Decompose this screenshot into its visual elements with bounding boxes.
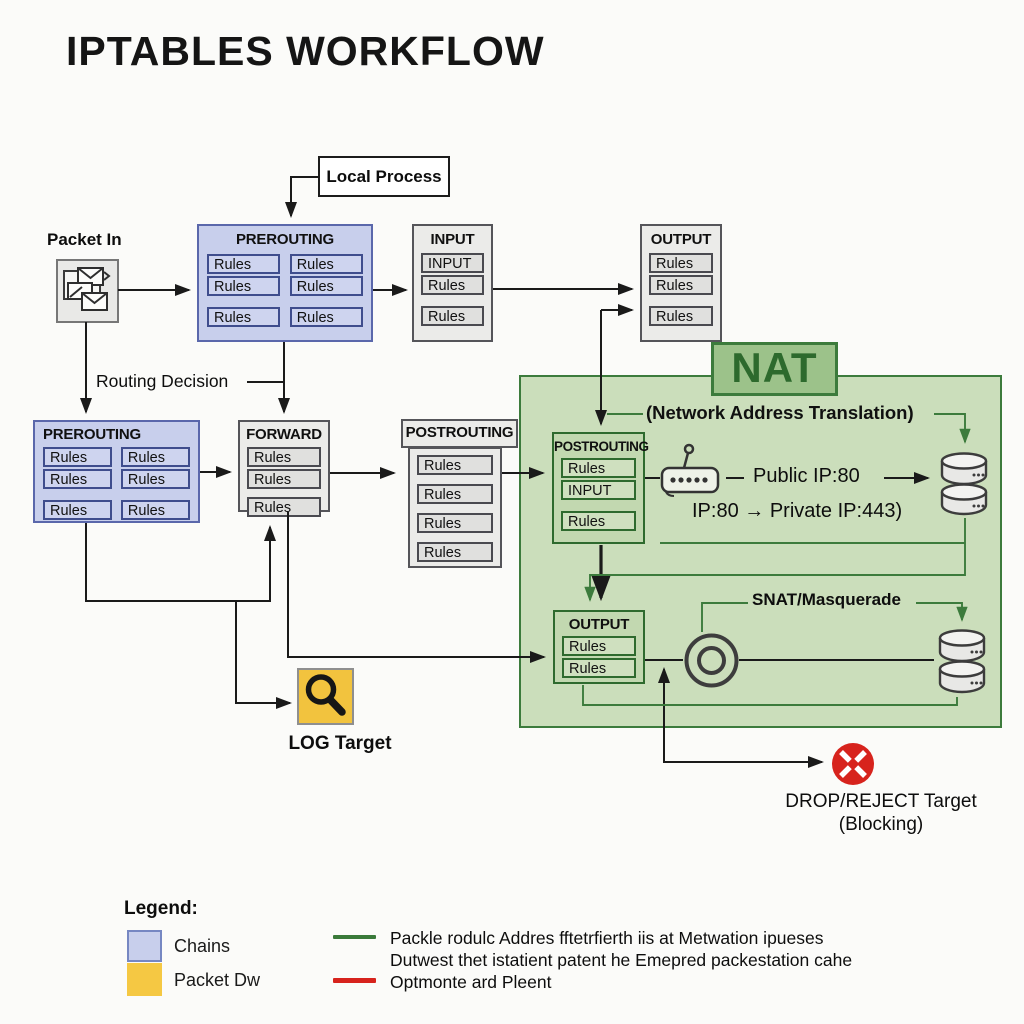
rule-chip: Rules bbox=[561, 458, 636, 478]
chain-title: INPUT bbox=[430, 231, 475, 248]
packet-in-label: Packet In bbox=[47, 230, 122, 249]
chain-title: PREROUTING bbox=[43, 426, 142, 443]
rule-chip: Rules bbox=[289, 254, 363, 274]
chain-output-top: OUTPUT Rules Rules Rules bbox=[640, 224, 722, 342]
chain-input: INPUT INPUT Rules Rules bbox=[412, 224, 493, 342]
legend-red-line bbox=[333, 978, 376, 983]
chain-prerouting-left: PREROUTING Rules Rules Rules Rules Rules… bbox=[33, 420, 200, 523]
routing-decision-label: Routing Decision bbox=[96, 371, 229, 391]
legend-swatch-packet bbox=[127, 963, 162, 996]
drop-target-sublabel: (Blocking) bbox=[838, 814, 924, 835]
snat-label: SNAT/Masquerade bbox=[752, 590, 901, 609]
rule-chip: Rules bbox=[289, 276, 363, 296]
chain-title: OUTPUT bbox=[650, 231, 712, 248]
rule-chip: Rules bbox=[289, 307, 363, 327]
local-process-box: Local Process bbox=[318, 156, 450, 197]
chain-title: OUTPUT bbox=[568, 616, 630, 633]
legend-packet-label: Packet Dw bbox=[174, 970, 261, 990]
ip-mapping-label: IP:80 → Private IP:443) bbox=[692, 500, 903, 522]
rule-chip: Rules bbox=[649, 253, 713, 273]
nat-badge: NAT bbox=[711, 342, 838, 396]
rule-chip: Rules bbox=[417, 455, 493, 475]
rule-chip: Rules bbox=[561, 511, 636, 531]
database-icon bbox=[940, 452, 988, 516]
rule-chip: Rules bbox=[649, 306, 713, 326]
rule-chip: Rules bbox=[417, 484, 493, 504]
chain-title: POSTROUTING bbox=[554, 439, 649, 454]
legend-swatch-chains bbox=[127, 930, 162, 962]
rule-chip: Rules bbox=[207, 276, 281, 296]
envelopes-icon bbox=[56, 259, 119, 323]
chain-postrouting-mid-label: POSTROUTING bbox=[401, 419, 518, 448]
chain-title: PREROUTING bbox=[235, 231, 334, 248]
database-icon bbox=[938, 629, 986, 694]
legend-green-line bbox=[333, 935, 376, 939]
chain-prerouting-top: PREROUTING Rules Rules Rules Rules Rules… bbox=[197, 224, 373, 342]
rule-chip: Rules bbox=[562, 636, 636, 656]
router-icon bbox=[660, 443, 720, 497]
drop-target-label: DROP/REJECT Target bbox=[785, 791, 977, 812]
rule-chip: Rules bbox=[43, 500, 113, 520]
rule-chip: Rules bbox=[120, 447, 190, 467]
rule-chip: Rules bbox=[417, 542, 493, 562]
rule-chip: INPUT bbox=[421, 253, 484, 273]
rule-chip: Rules bbox=[120, 500, 190, 520]
rule-chip: Rules bbox=[421, 306, 484, 326]
page-title: IPTABLES WORKFLOW bbox=[66, 28, 545, 74]
log-target-label: LOG Target bbox=[288, 733, 392, 754]
chain-title: FORWARD bbox=[246, 426, 322, 443]
legend-line1: Packle rodulc Addres fftetrfierth iis at… bbox=[390, 928, 824, 948]
local-process-label: Local Process bbox=[326, 166, 442, 186]
rule-chip: Rules bbox=[207, 254, 281, 274]
nat-subtitle: (Network Address Translation) bbox=[646, 402, 914, 423]
chain-postrouting-nat: POSTROUTING Rules INPUT Rules bbox=[552, 432, 649, 544]
chain-forward: FORWARD Rules Rules Rules bbox=[238, 420, 330, 517]
rule-chip: Rules bbox=[247, 469, 321, 489]
rule-chip: INPUT bbox=[561, 480, 636, 500]
blocked-x-icon bbox=[832, 743, 874, 785]
rule-chip: Rules bbox=[649, 275, 713, 295]
rule-chip: Rules bbox=[207, 307, 281, 327]
public-ip-label: Public IP:80 bbox=[753, 465, 860, 487]
double-circle-icon bbox=[684, 633, 739, 688]
rule-chip: Rules bbox=[417, 513, 493, 533]
legend-title: Legend: bbox=[124, 898, 198, 919]
legend-chains-label: Chains bbox=[174, 936, 231, 956]
rule-chip: Rules bbox=[43, 447, 113, 467]
rule-chip: Rules bbox=[120, 469, 190, 489]
chain-postrouting-mid-body: Rules Rules Rules Rules bbox=[408, 447, 502, 568]
rule-chip: Rules bbox=[247, 447, 321, 467]
rule-chip: Rules bbox=[43, 469, 113, 489]
rule-chip: Rules bbox=[247, 497, 321, 517]
rule-chip: Rules bbox=[421, 275, 484, 295]
magnifier-icon bbox=[305, 674, 346, 716]
legend-line2: Dutwest thet istatient patent he Emepred… bbox=[390, 950, 853, 970]
chain-title: POSTROUTING bbox=[405, 424, 514, 441]
legend-line3: Optmonte ard Pleent bbox=[390, 972, 552, 992]
chain-output-nat: OUTPUT Rules Rules bbox=[553, 610, 645, 684]
rule-chip: Rules bbox=[562, 658, 636, 678]
